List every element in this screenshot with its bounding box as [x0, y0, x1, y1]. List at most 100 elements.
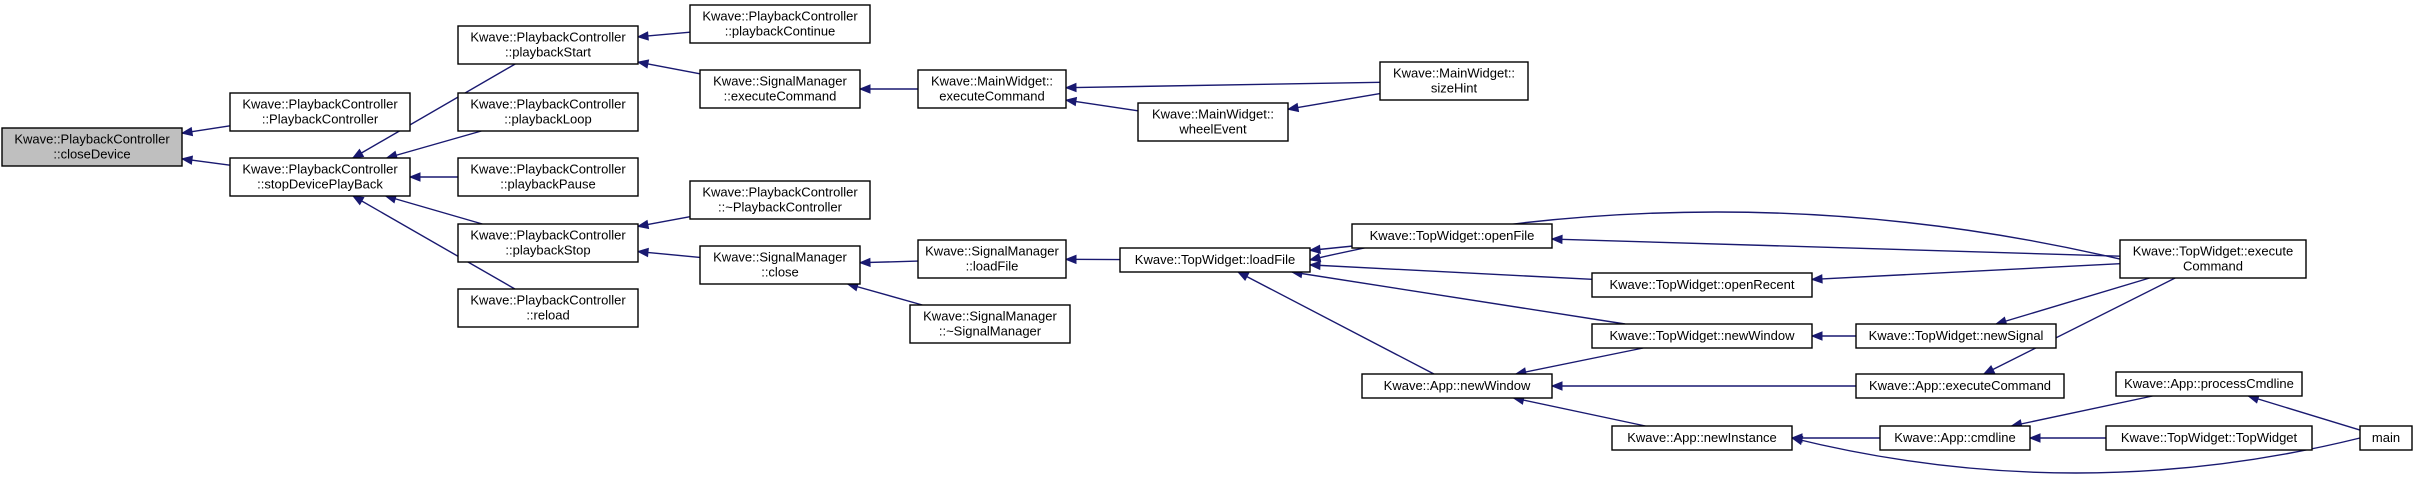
edge-n9-to-n3	[636, 59, 701, 75]
node-n23[interactable]: Kwave::App::newWindow	[1361, 373, 1553, 399]
node-n9[interactable]: Kwave::SignalManager::executeCommand	[699, 69, 861, 109]
node-label-line: ::playbackLoop	[504, 112, 591, 127]
node-n29[interactable]: main	[2359, 425, 2413, 451]
edge-n22-to-n19	[1810, 263, 2121, 284]
node-box	[909, 304, 1071, 344]
node-label-line: Kwave::PlaybackController	[14, 132, 170, 147]
edge-arrowhead	[1236, 271, 1250, 282]
edge-n2-to-n0	[180, 155, 231, 166]
edge-arrowhead	[636, 31, 649, 41]
node-label-line: Kwave::PlaybackController	[242, 162, 398, 177]
edge-arrowhead	[180, 155, 194, 165]
edge-arrowhead	[1790, 435, 1804, 446]
node-label-line: wheelEvent	[1178, 122, 1247, 137]
edge-line	[1513, 397, 1646, 427]
node-box	[1855, 373, 2065, 399]
node-n24[interactable]: Kwave::App::executeCommand	[1855, 373, 2065, 399]
node-n20[interactable]: Kwave::TopWidget::newWindow	[1591, 323, 1813, 349]
node-n11[interactable]: Kwave::MainWidget::wheelEvent	[1137, 102, 1289, 142]
node-label-line: Kwave::PlaybackController	[470, 293, 626, 308]
node-box	[457, 25, 639, 65]
edge-line	[1065, 99, 1139, 112]
node-n22[interactable]: Kwave::TopWidget::executeCommand	[2119, 239, 2307, 279]
edge-n5-to-n2	[408, 172, 458, 182]
edge-arrowhead	[1550, 234, 1563, 245]
node-n18[interactable]: Kwave::TopWidget::openFile	[1351, 223, 1553, 249]
node-label-line: Kwave::PlaybackController	[470, 162, 626, 177]
node-n15[interactable]: Kwave::SignalManager::loadFile	[917, 239, 1067, 279]
node-n12[interactable]: Kwave::MainWidget::sizeHint	[1379, 61, 1529, 101]
node-n0[interactable]: Kwave::PlaybackController::closeDevice	[1, 127, 183, 167]
node-label-line: ::~SignalManager	[939, 324, 1042, 339]
node-box	[917, 239, 1067, 279]
edge-line	[1983, 277, 2176, 375]
edge-line	[385, 195, 483, 225]
edge-n22-to-n21	[1994, 277, 2150, 326]
node-label-line: Kwave::App::executeCommand	[1869, 378, 2051, 393]
edge-n10-to-n9	[858, 84, 918, 94]
node-label-line: Kwave::SignalManager	[925, 244, 1059, 259]
node-box	[457, 223, 639, 263]
node-label-line: Command	[2183, 259, 2243, 274]
edge-n7-to-n2	[351, 195, 516, 290]
edge-arrowhead	[636, 59, 650, 69]
node-label-line: Kwave::SignalManager	[713, 74, 847, 89]
node-n3[interactable]: Kwave::PlaybackController::playbackStart	[457, 25, 639, 65]
node-label-line: Kwave::App::newWindow	[1384, 378, 1531, 393]
edge-n8-to-n3	[636, 31, 691, 41]
node-label-line: Kwave::MainWidget::	[931, 74, 1053, 89]
node-n1[interactable]: Kwave::PlaybackController::PlaybackContr…	[229, 92, 411, 132]
node-box	[457, 157, 639, 197]
edge-line	[847, 283, 923, 306]
node-box	[1591, 323, 1813, 349]
node-box	[1379, 61, 1529, 101]
edge-arrowhead	[351, 148, 365, 159]
edge-arrowhead	[1810, 274, 1823, 284]
edge-n21-to-n20	[1810, 331, 1856, 341]
edge-line	[386, 130, 482, 159]
node-label-line: sizeHint	[1431, 81, 1478, 96]
edge-arrowhead	[1308, 244, 1321, 255]
node-n4[interactable]: Kwave::PlaybackController::playbackLoop	[457, 92, 639, 132]
edge-arrowhead	[351, 195, 365, 206]
node-box	[917, 69, 1067, 109]
edge-arrowhead	[1810, 331, 1823, 341]
edge-line	[352, 63, 516, 159]
node-n19[interactable]: Kwave::TopWidget::openRecent	[1591, 272, 1813, 298]
node-n21[interactable]: Kwave::TopWidget::newSignal	[1855, 323, 2057, 349]
edge-arrowhead	[180, 126, 194, 137]
node-label-line: Kwave::TopWidget::openFile	[1370, 228, 1535, 243]
edge-arrowhead	[1982, 365, 1996, 375]
edge-line	[637, 61, 701, 75]
node-n26[interactable]: Kwave::App::cmdline	[1879, 425, 2031, 451]
node-box	[699, 245, 861, 285]
node-n8[interactable]: Kwave::PlaybackController::playbackConti…	[689, 4, 871, 44]
node-label-line: Kwave::TopWidget::loadFile	[1135, 252, 1295, 267]
node-box	[689, 4, 871, 44]
node-n14[interactable]: Kwave::SignalManager::close	[699, 245, 861, 285]
edge-line	[1237, 271, 1435, 375]
node-label-line: Kwave::TopWidget::TopWidget	[2121, 430, 2298, 445]
node-n7[interactable]: Kwave::PlaybackController::reload	[457, 288, 639, 328]
edge-n16-to-n14	[846, 282, 923, 306]
node-n2[interactable]: Kwave::PlaybackController::stopDevicePla…	[229, 157, 411, 197]
edge-arrowhead	[2028, 433, 2041, 443]
node-n25[interactable]: Kwave::App::newInstance	[1611, 425, 1793, 451]
node-n28[interactable]: Kwave::TopWidget::TopWidget	[2105, 425, 2313, 451]
node-n5[interactable]: Kwave::PlaybackController::playbackPause	[457, 157, 639, 197]
node-label-line: Kwave::App::cmdline	[1894, 430, 2015, 445]
node-box	[457, 288, 639, 328]
node-n6[interactable]: Kwave::PlaybackController::playbackStop	[457, 223, 639, 263]
node-n27[interactable]: Kwave::App::processCmdline	[2115, 371, 2303, 397]
node-n10[interactable]: Kwave::MainWidget::executeCommand	[917, 69, 1067, 109]
node-label-line: ::loadFile	[966, 259, 1019, 274]
edge-line	[1309, 264, 1593, 281]
node-n16[interactable]: Kwave::SignalManager::~SignalManager	[909, 304, 1071, 344]
edge-arrowhead	[858, 257, 871, 268]
node-n17[interactable]: Kwave::TopWidget::loadFile	[1119, 247, 1311, 273]
node-n13[interactable]: Kwave::PlaybackController::~PlaybackCont…	[689, 180, 871, 220]
node-box	[1, 127, 183, 167]
edge-n19-to-n17	[1308, 260, 1593, 281]
node-label-line: ::~PlaybackController	[718, 200, 843, 215]
node-label-line: Kwave::PlaybackController	[702, 9, 858, 24]
